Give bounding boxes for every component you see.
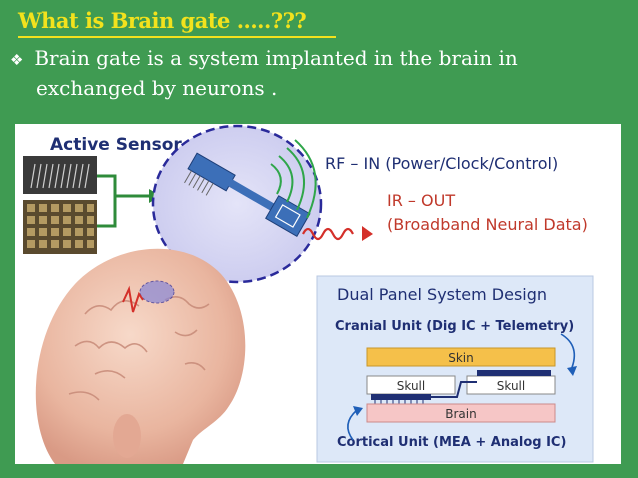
brain-label: Brain xyxy=(445,407,476,421)
rf-in-label: RF – IN (Power/Clock/Control) xyxy=(325,154,558,173)
ir-out-label: IR – OUT xyxy=(387,191,455,210)
electrode-array-photo xyxy=(23,156,97,194)
bullet-paragraph: ❖ Brain gate is a system implanted in th… xyxy=(10,44,620,102)
bullet-line-1: ❖ Brain gate is a system implanted in th… xyxy=(10,44,620,74)
dual-panel-box: Dual Panel System Design Cranial Unit (D… xyxy=(316,275,594,463)
bottom-strip xyxy=(0,464,638,478)
bullet-text-1: Brain gate is a system implanted in the … xyxy=(34,46,518,70)
four-diamond-bullet-icon: ❖ xyxy=(10,51,24,69)
braingate-diagram: Active Sensor xyxy=(23,124,594,464)
cranial-arrow-icon xyxy=(560,333,576,371)
ir-out-detail-label: (Broadband Neural Data) xyxy=(387,215,588,234)
cortical-chip xyxy=(371,394,431,400)
skin-label: Skin xyxy=(448,351,474,365)
cranial-chip xyxy=(477,370,551,376)
title-underline xyxy=(18,36,336,38)
skin-layer xyxy=(366,347,556,367)
bullet-text-2: exchanged by neurons . xyxy=(36,76,278,100)
slide-title: What is Brain gate .....??? xyxy=(18,8,307,33)
ir-wave-icon xyxy=(302,226,373,241)
electrode-grid-photo xyxy=(23,200,97,254)
active-sensor-label: Active Sensor xyxy=(50,135,182,155)
panel-title: Dual Panel System Design xyxy=(337,285,547,304)
skull-left-label: Skull xyxy=(397,379,425,393)
cortical-arrow-icon xyxy=(347,409,358,441)
green-arrow-icon xyxy=(97,174,161,228)
cortical-unit-label: Cortical Unit (MEA + Analog IC) xyxy=(337,435,566,450)
skull-right-label: Skull xyxy=(497,379,525,393)
implant-site-marker xyxy=(139,280,175,304)
lead-wire xyxy=(431,381,477,398)
braingate-figure: Active Sensor xyxy=(15,124,621,464)
brain-layer xyxy=(366,403,556,423)
head-illustration xyxy=(35,248,246,464)
neural-spike-icon xyxy=(122,285,144,313)
sensor-detail-circle xyxy=(151,124,323,284)
cranial-unit-label: Cranial Unit (Dig IC + Telemetry) xyxy=(335,319,574,334)
rf-wave-icon xyxy=(270,139,317,219)
